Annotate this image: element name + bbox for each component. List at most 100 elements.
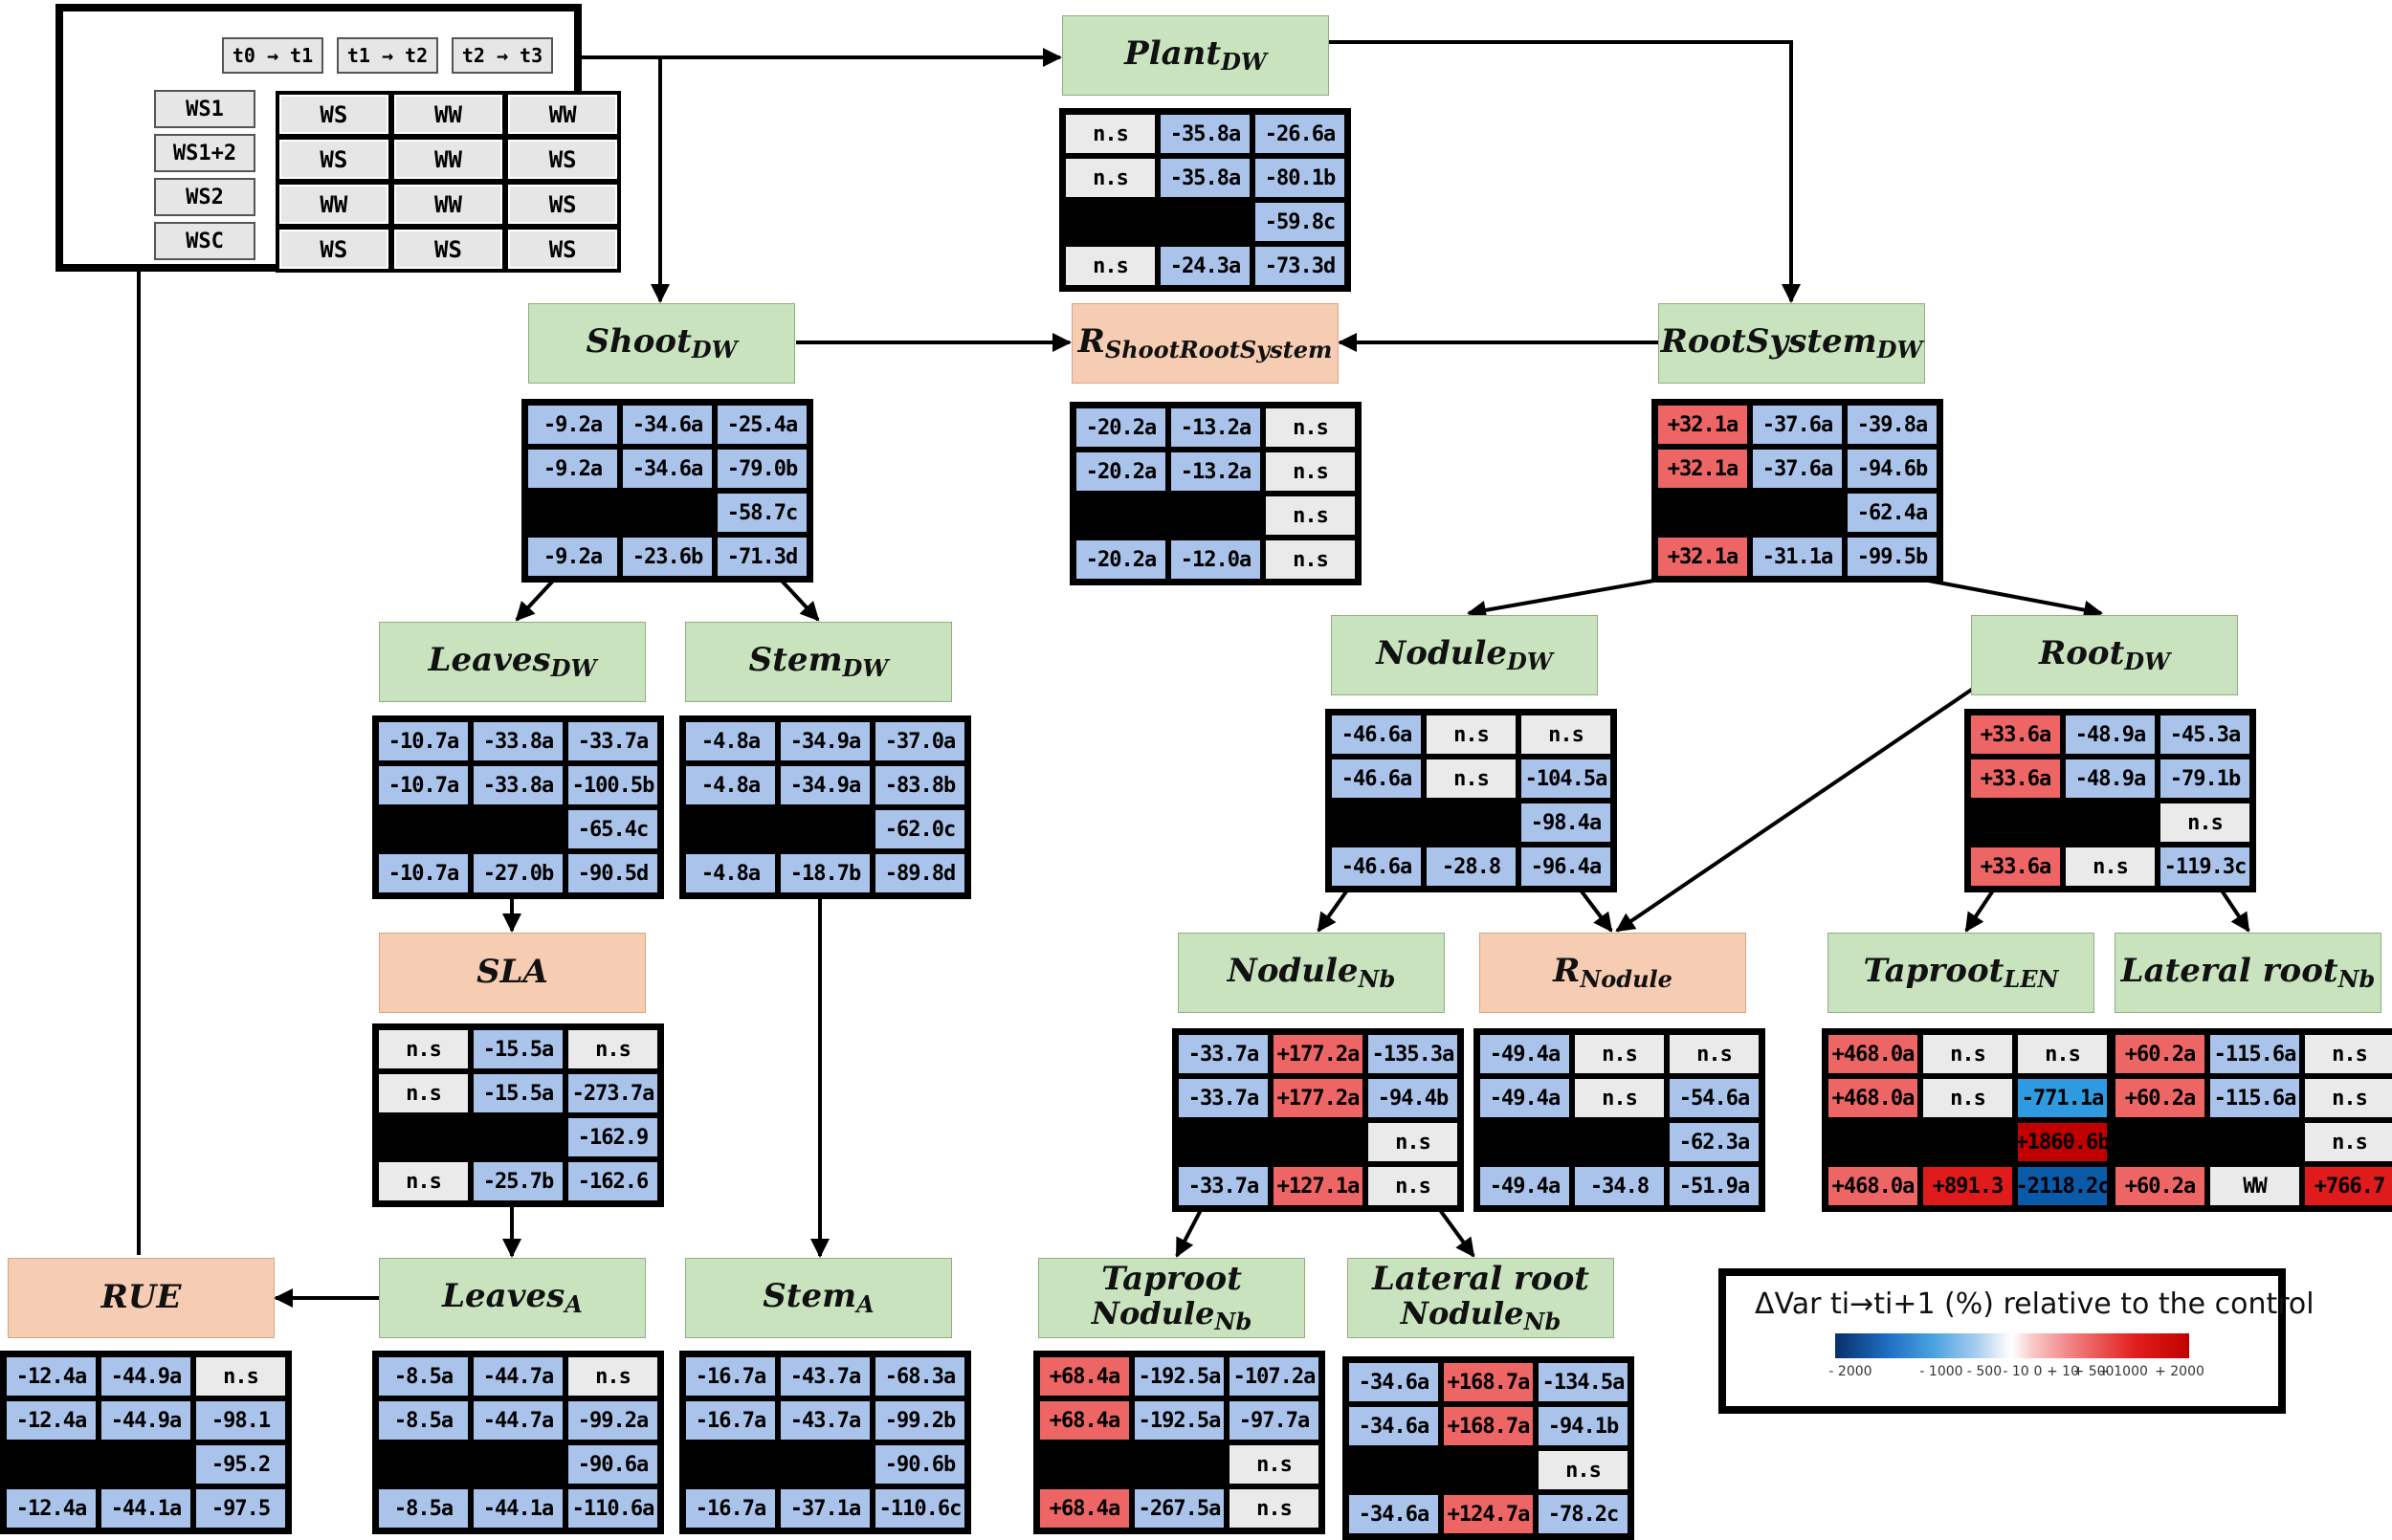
arrow-nodulenb-to-taprootnodule [1175, 1209, 1203, 1258]
node-label-text: Lateral root [1372, 1260, 1589, 1299]
value-cell: -25.4a [718, 406, 807, 444]
value-cell [686, 810, 775, 848]
value-cell: +891.3 [1923, 1167, 2012, 1205]
value-cell: +33.6a [1971, 715, 2060, 754]
value-cell: -13.2a [1171, 452, 1260, 491]
value-cell: n.s [2305, 1123, 2392, 1161]
value-cell: -273.7a [568, 1074, 657, 1112]
node-label: Lateral rootNb [2121, 954, 2376, 991]
value-cell [379, 810, 468, 848]
value-cell: n.s [1066, 115, 1155, 153]
value-cell [2115, 1123, 2204, 1161]
node-lateralnb: Lateral rootNb [2115, 933, 2381, 1013]
value-cell: -162.9 [568, 1118, 657, 1156]
value-cell: n.s [1923, 1079, 2012, 1117]
value-cell: -35.8a [1161, 159, 1250, 197]
node-label-line2: Nodule [1400, 1294, 1524, 1331]
value-cell: -26.6a [1255, 115, 1344, 153]
value-cell: n.s [1575, 1079, 1664, 1117]
node-subscript: DW [1507, 647, 1553, 675]
value-cell [1753, 494, 1842, 532]
value-cell: -12.4a [7, 1401, 96, 1440]
value-cell: -27.0b [474, 854, 563, 892]
value-cell: -97.5 [196, 1489, 285, 1528]
value-cell: -79.0b [718, 450, 807, 488]
header-period-2: t1 → t2 [337, 37, 438, 74]
value-cell: -46.6a [1332, 759, 1421, 798]
value-cell: +177.2a [1274, 1035, 1362, 1073]
key-cell: WS [279, 95, 388, 134]
node-subscript: DW [1221, 47, 1267, 76]
node-taprootlen: TaprootLEN [1827, 933, 2094, 1013]
value-cell [781, 810, 870, 848]
node-label: TaprootLEN [1864, 954, 2059, 991]
value-cell: -18.7b [781, 854, 870, 892]
value-cell: n.s [1521, 715, 1610, 754]
row-label-ws12: WS1+2 [154, 134, 255, 172]
value-cell: -20.2a [1076, 540, 1165, 579]
value-cell: +68.4a [1040, 1489, 1129, 1528]
value-cell: n.s [1427, 759, 1516, 798]
arrow-nodule-to-nodulenb [1317, 886, 1351, 933]
value-cell: -107.2a [1229, 1357, 1318, 1396]
value-cell [474, 810, 563, 848]
row-label-wsc: WSC [154, 222, 255, 260]
value-cell: -192.5a [1135, 1401, 1224, 1440]
value-cell: -46.6a [1332, 847, 1421, 886]
value-cell: -80.1b [1255, 159, 1344, 197]
key-cell: WS [393, 230, 503, 269]
value-cell: n.s [1368, 1167, 1457, 1205]
arrow-root-to-lateralroot [2218, 886, 2250, 933]
value-cell: +127.1a [1274, 1167, 1362, 1205]
node-label-text: RUE [100, 1278, 182, 1317]
value-cell [1076, 496, 1165, 535]
value-cell: -20.2a [1076, 408, 1165, 447]
value-cell: +68.4a [1040, 1401, 1129, 1440]
node-subscript: A [856, 1289, 875, 1318]
node-label-text: Nodule [1227, 951, 1359, 990]
value-cell: -78.2c [1539, 1495, 1628, 1533]
value-cell: -33.8a [474, 722, 563, 760]
node-label: LeavesDW [429, 643, 597, 680]
value-cell: -23.6b [623, 538, 712, 576]
value-cell [528, 494, 617, 532]
node-sla: SLA [379, 933, 646, 1013]
value-cell: -44.9a [101, 1357, 190, 1396]
node-label: SLA [476, 955, 548, 990]
node-label-text: Leaves [442, 1276, 565, 1315]
key-cell: WS [279, 230, 388, 269]
arrow-root-to-taproot [1964, 886, 1997, 933]
value-cell: -12.4a [7, 1357, 96, 1396]
value-cell: n.s [1066, 247, 1155, 285]
node-subscript: Nb [1358, 964, 1396, 993]
legend-tick: - 1000 [1919, 1364, 1963, 1379]
value-cell: -15.5a [474, 1030, 563, 1068]
key-cell: WS [508, 140, 617, 179]
node-label: RootSystemDW [1661, 324, 1923, 362]
value-cell: +168.7a [1444, 1363, 1533, 1401]
value-cell: -34.6a [1349, 1495, 1438, 1533]
value-cell: -62.3a [1670, 1123, 1759, 1161]
value-cell [1179, 1123, 1268, 1161]
node-subscript: DW [842, 653, 889, 682]
value-cell: -16.7a [686, 1489, 775, 1528]
value-cell: -115.6a [2210, 1079, 2299, 1117]
node-label-text: Root [2038, 633, 2125, 672]
value-cell [7, 1445, 96, 1484]
value-cell: -771.1a [2018, 1079, 2107, 1117]
arrow-shoot-to-stem [778, 577, 820, 622]
value-cell: n.s [379, 1074, 468, 1112]
value-cell: -68.3a [875, 1357, 964, 1396]
value-cell: -8.5a [379, 1401, 468, 1440]
value-cell: -13.2a [1171, 408, 1260, 447]
node-subscript: Nb [1523, 1307, 1561, 1335]
value-cell: -58.7c [718, 494, 807, 532]
value-cell: +468.0a [1828, 1035, 1917, 1073]
value-cell: n.s [1229, 1445, 1318, 1484]
